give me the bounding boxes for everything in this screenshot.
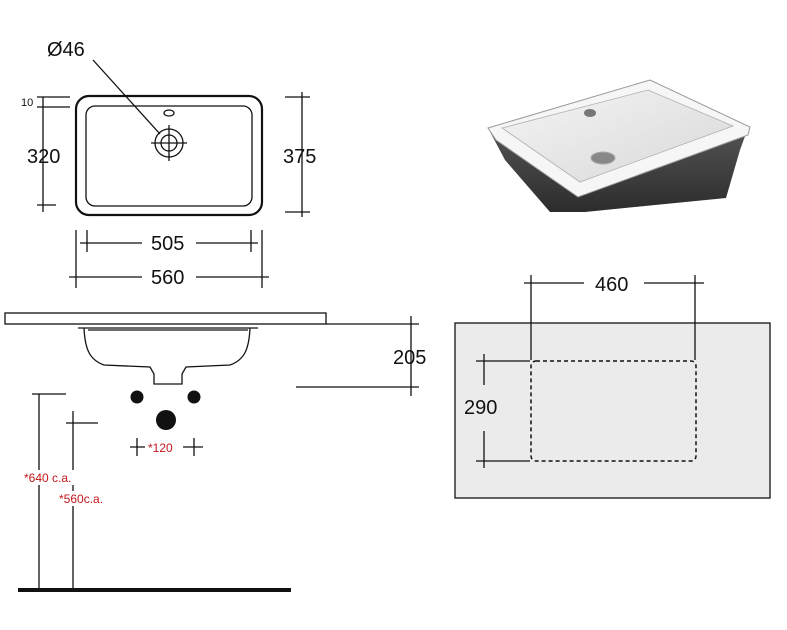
cutout-outline [530,360,697,462]
dim-205-label: 205 [393,347,426,369]
basin-outline-outer [74,94,264,217]
dim-640-label: *640 c.a. [24,471,71,485]
countertop-panel [454,322,771,499]
drain-outlet [156,410,176,430]
hole-leader-line [92,59,161,135]
dim-560-label: 560 [151,267,184,289]
dim-320-label: 320 [27,146,60,168]
dim-560ca-label: *560c.a. [59,492,103,506]
side-view: 205 *120 *640 c.a. *560c.a. [4,312,426,592]
dim-120-label: *120 [148,441,173,455]
dim-375-label: 375 [283,146,316,168]
cutout-view: 460 290 [454,274,771,499]
dim-10-label: 10 [21,97,33,109]
supply-valve-right [187,390,201,404]
product-overflow-icon [584,109,596,117]
top-view: Ø46 10 320 375 505 560 [21,39,316,289]
dim-505-label: 505 [151,233,184,255]
dim-290-label: 290 [464,397,497,419]
hole-diameter-label: Ø46 [47,39,85,61]
basin-outline-inner [85,105,253,207]
basin-product-image [487,79,751,212]
overflow-hole [163,109,175,117]
supply-valve-left [130,390,144,404]
basin-profile [78,327,258,385]
countertop-side [4,312,327,325]
dim-460-label: 460 [595,274,628,296]
product-drain-icon [590,151,616,165]
